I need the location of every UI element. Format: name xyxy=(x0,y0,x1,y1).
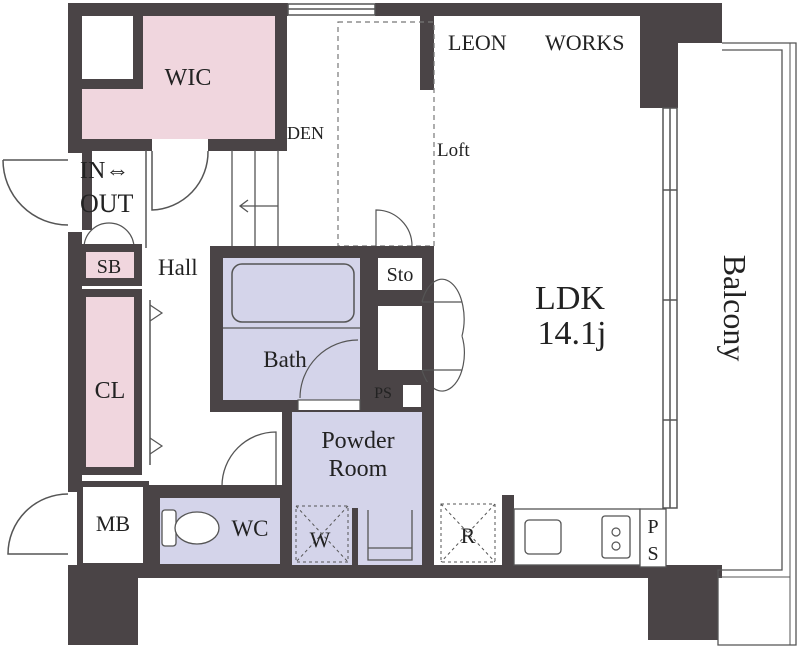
label-wic: WIC xyxy=(165,65,212,91)
label-ps-center: PS xyxy=(374,385,392,402)
label-den: DEN xyxy=(287,123,324,143)
washer-box xyxy=(295,505,349,563)
label-ldk-area: 14.1j xyxy=(538,315,607,352)
fridge-box xyxy=(440,503,496,563)
wic-wall-bottom-right xyxy=(208,139,287,151)
label-r: R xyxy=(461,523,476,548)
sink xyxy=(524,519,562,555)
kitchen-ps xyxy=(639,508,667,568)
ldk-window xyxy=(662,107,678,509)
cabinet-door-swing xyxy=(421,278,465,392)
bath-room xyxy=(210,246,376,413)
mb-floor xyxy=(77,481,149,569)
wall-bottom xyxy=(82,565,722,578)
mb-door-swing xyxy=(7,493,69,555)
wall-bottom-left-block xyxy=(68,565,138,645)
ps-center-floor xyxy=(403,385,421,407)
wall-top-right xyxy=(640,3,722,43)
wall-top-middle xyxy=(375,3,665,16)
wall-left-upper xyxy=(68,3,82,153)
bathtub xyxy=(231,263,355,323)
wall-top-left xyxy=(68,3,288,16)
wall-bottom-right-block xyxy=(648,565,718,640)
label-ps-kitchen-bottom: S xyxy=(647,543,658,565)
powder-floor xyxy=(292,412,422,508)
wic-wall-right xyxy=(275,16,287,151)
label-wc: WC xyxy=(231,516,268,541)
wic-wall-outline xyxy=(82,16,143,89)
label-balcony: Balcony xyxy=(717,255,753,362)
stair-arrow-icon xyxy=(238,199,278,213)
wc-door-swing xyxy=(221,431,277,487)
balcony-outline xyxy=(717,42,797,646)
wall-right-corner xyxy=(640,43,678,108)
powder-room xyxy=(282,410,434,568)
fridge-cross xyxy=(440,503,496,563)
washbasin-unit xyxy=(367,510,413,561)
burner-top xyxy=(611,527,621,537)
entrance-divider-wall xyxy=(82,150,92,230)
washer-cross xyxy=(295,505,349,563)
entrance-door-swing xyxy=(2,159,69,226)
brand-works: WORKS xyxy=(545,30,624,55)
washbasin-floor xyxy=(358,508,422,565)
storage-room xyxy=(372,209,434,302)
label-cl: CL xyxy=(95,378,126,404)
wic-door-swing xyxy=(151,150,209,211)
bath-door-swing xyxy=(299,339,359,399)
label-ldk: LDK xyxy=(535,280,605,317)
label-bath: Bath xyxy=(263,347,307,372)
label-powder-line2: Room xyxy=(329,456,388,482)
label-loft: Loft xyxy=(437,140,470,161)
closet-floor xyxy=(78,289,142,475)
toilet-bowl xyxy=(174,511,220,545)
kitchen xyxy=(422,495,667,568)
cabinet xyxy=(372,278,465,412)
stove xyxy=(601,515,631,559)
burner-bottom xyxy=(611,541,621,551)
meter-box xyxy=(7,481,149,569)
loft-outline xyxy=(337,21,435,247)
wall-ldk-top-left xyxy=(420,16,434,90)
label-entrance-out: OUT xyxy=(80,189,134,218)
den-stair xyxy=(231,150,279,246)
kitchen-divider-right xyxy=(502,495,514,567)
label-entrance-in: IN⇔ xyxy=(80,158,129,184)
toilet-tank xyxy=(161,509,177,547)
wic-floor xyxy=(82,16,275,139)
wc-room xyxy=(148,485,286,567)
wic-room xyxy=(82,16,287,211)
storage-floor xyxy=(378,258,422,290)
label-ps-kitchen-top: P xyxy=(647,516,658,538)
closet-door-marks xyxy=(149,304,164,455)
label-sb: SB xyxy=(97,256,121,278)
label-w: W xyxy=(310,527,331,552)
label-mb: MB xyxy=(96,511,130,536)
label-powder-line1: Powder xyxy=(321,428,394,454)
storage-door-swing xyxy=(375,209,413,247)
cabinet-floor xyxy=(378,306,422,370)
wic-wall-bottom-left xyxy=(82,139,152,151)
closet xyxy=(78,289,164,475)
brand-leon: LEON xyxy=(448,30,507,55)
label-hall: Hall xyxy=(158,255,198,280)
label-sto: Sto xyxy=(387,264,414,286)
kitchen-divider xyxy=(422,495,434,567)
shoebox-floor xyxy=(78,244,142,286)
den-window xyxy=(287,3,376,16)
